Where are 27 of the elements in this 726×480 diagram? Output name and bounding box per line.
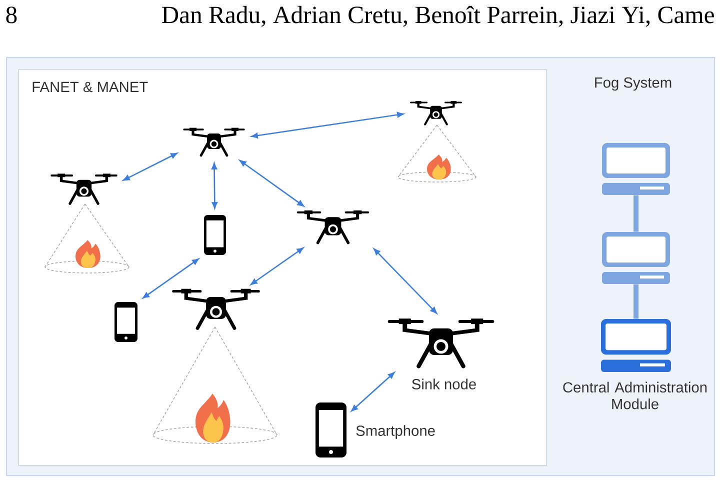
drone-icon [388,318,494,368]
computer-icon [601,319,671,372]
double-arrow [250,247,304,285]
double-arrow [211,162,218,209]
icon-caption: Sink node [412,378,476,390]
smartphone-icon [316,402,346,458]
drone-icon [183,128,245,157]
double-arrow [123,152,178,181]
icon-caption: Central Administration Module [563,382,707,410]
icon-caption: Smartphone [356,425,435,439]
smartphone-icon [204,215,226,255]
double-arrow [239,160,304,207]
drone-icon [50,174,118,205]
computer-icon [602,143,670,195]
smartphone-icon [114,302,138,342]
page-number: 8 [6,6,17,24]
running-header: Dan Radu, Adrian Cretu, Benoît Parrein, Jiazi Yi, Came [162,6,714,27]
double-arrow [251,112,404,138]
double-arrow [142,258,199,299]
drone-icon [172,288,260,330]
double-arrow [351,372,395,412]
connector-line [634,195,638,232]
connector-line [634,284,638,319]
double-arrow [374,248,438,314]
drone-icon [410,101,462,126]
computer-icon [602,232,670,284]
drone-icon [296,210,370,244]
